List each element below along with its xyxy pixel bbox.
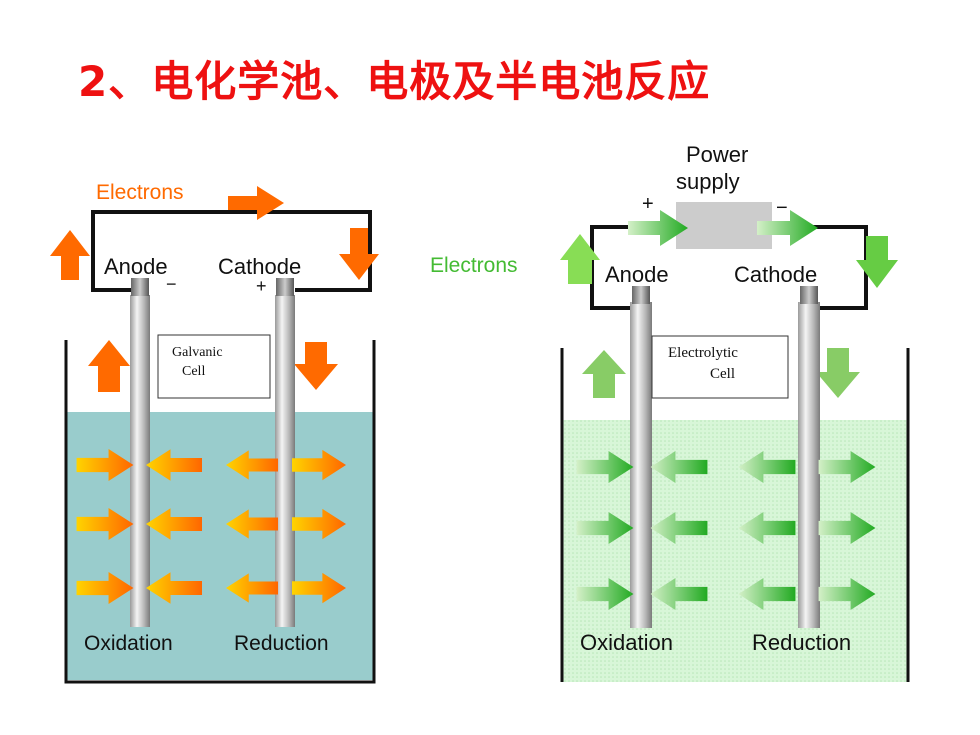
electrolytic-beaker — [560, 348, 910, 682]
electrolytic-anode-rod — [630, 302, 652, 628]
electrolytic-cell-label-line1: Electrolytic — [668, 345, 738, 361]
galvanic-electron-arrow-down — [339, 228, 379, 280]
galvanic-cell: Galvanic Cell Electrons Anode − Cathode … — [50, 181, 379, 684]
galvanic-anode-cap — [131, 278, 149, 296]
galvanic-cathode-rod — [275, 295, 295, 627]
power-supply — [676, 202, 772, 249]
electrolytic-cell-label-box — [651, 335, 789, 399]
galvanic-cell-label-line1: Galvanic — [172, 345, 223, 360]
galvanic-wire — [91, 210, 372, 292]
galvanic-anode-sign: − — [166, 274, 177, 294]
power-supply-minus: − — [776, 197, 788, 219]
electrolytic-cathode-rod — [798, 302, 820, 628]
electrolytic-cell-label-line2: Cell — [710, 366, 735, 382]
power-supply-plus: + — [642, 193, 654, 215]
galvanic-cell-label-line2: Cell — [182, 364, 205, 379]
power-supply-label-line2: supply — [676, 169, 740, 194]
galvanic-cathode-sign: + — [256, 276, 267, 296]
electrolytic-anode-label: Anode — [605, 262, 669, 287]
electrolytic-ion-arrow-down — [816, 348, 860, 398]
electrolytic-electron-arrow-right-top — [757, 210, 818, 246]
electrolytic-electrons-label: Electrons — [430, 254, 518, 277]
galvanic-electrons-label: Electrons — [96, 181, 184, 204]
electrolytic-electron-arrow-up — [560, 234, 600, 284]
galvanic-anode-rod — [130, 295, 150, 627]
galvanic-cathode-cap — [276, 278, 294, 296]
electrolytic-ion-arrow-up — [582, 350, 626, 398]
galvanic-electron-arrow-up — [50, 230, 90, 280]
galvanic-electron-arrow-top — [228, 186, 284, 220]
galvanic-cell-label-box — [157, 334, 271, 399]
galvanic-beaker — [64, 340, 376, 684]
galvanic-anode-label: Anode — [104, 254, 168, 279]
electrolytic-reduction-label: Reduction — [752, 630, 851, 655]
electrolytic-cell: Power supply + − — [430, 142, 910, 682]
galvanic-ion-arrow-up — [88, 340, 130, 392]
electrolytic-electron-arrow-left-top — [628, 210, 688, 246]
electrolytic-anode-cap — [632, 286, 650, 304]
galvanic-ion-arrow-down — [294, 342, 338, 390]
power-supply-label-line1: Power — [686, 142, 748, 167]
electrolytic-oxidation-label: Oxidation — [580, 630, 673, 655]
galvanic-reduction-label: Reduction — [234, 632, 329, 655]
electrolytic-electron-arrow-down — [856, 236, 898, 288]
page-title: 2、电化学池、电极及半电池反应 — [78, 57, 711, 106]
galvanic-oxidation-label: Oxidation — [84, 632, 173, 655]
electrolytic-cathode-label: Cathode — [734, 262, 817, 287]
galvanic-cathode-label: Cathode — [218, 254, 301, 279]
electrolytic-cathode-cap — [800, 286, 818, 304]
